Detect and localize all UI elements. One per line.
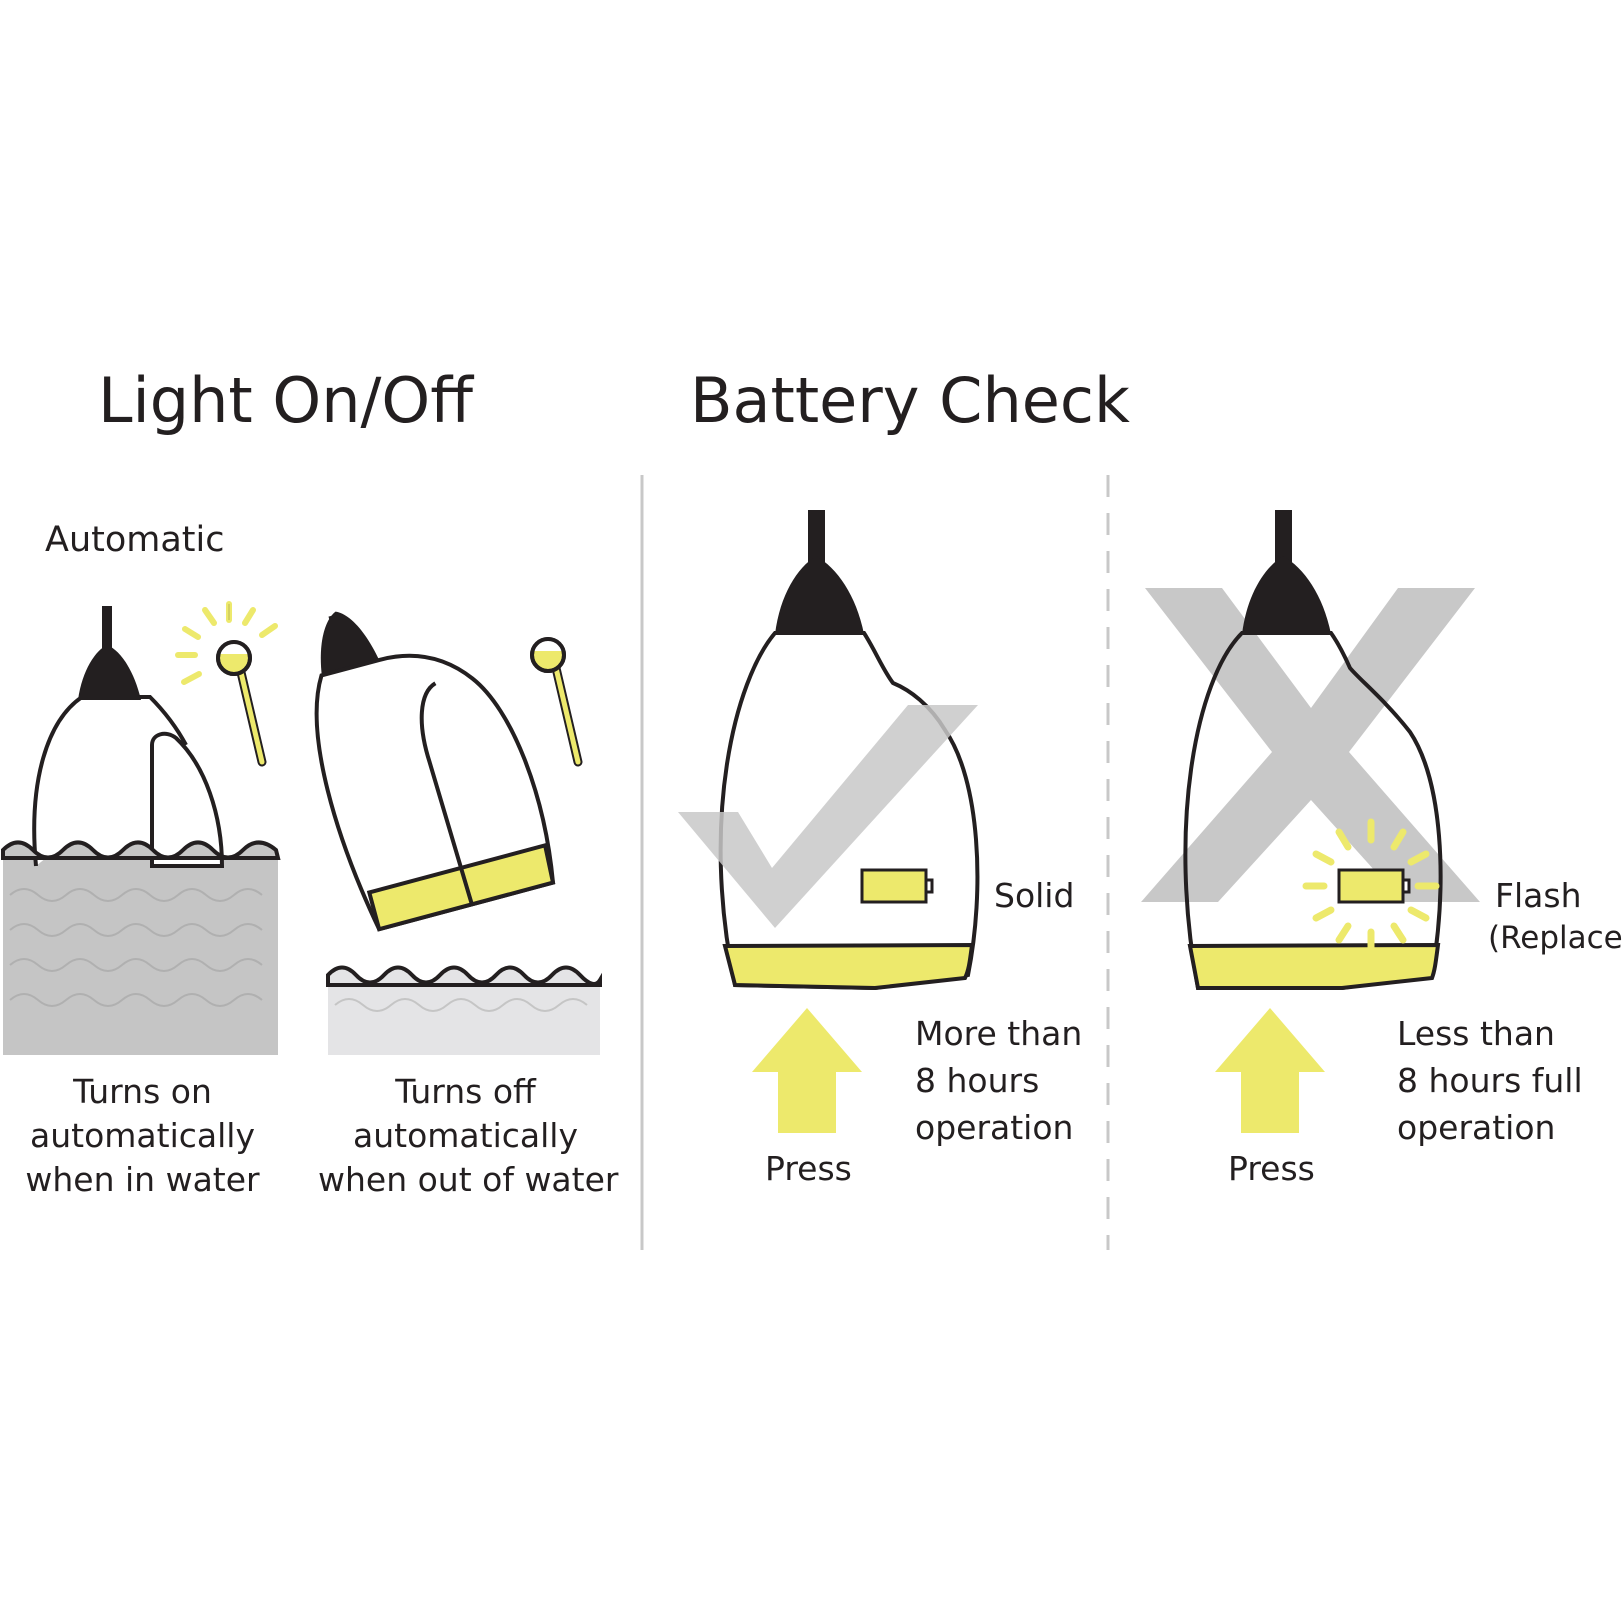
up-arrow-icon: [752, 1008, 862, 1133]
up-arrow-icon: [1215, 1008, 1325, 1133]
check-mark-icon: [678, 705, 978, 928]
good-description: More than 8 hours operation: [915, 1010, 1082, 1151]
solid-label: Solid: [994, 876, 1075, 915]
description-line: More than: [915, 1014, 1083, 1053]
light-section-title: Light On/Off: [98, 364, 473, 437]
x-mark-icon: [1141, 588, 1480, 902]
press-label-low: Press: [1228, 1149, 1315, 1188]
flash-rays-icon: [175, 601, 278, 685]
caption-line: automatically: [353, 1116, 578, 1155]
light-bulb-off-icon: [530, 637, 583, 767]
battery-section-title: Battery Check: [690, 364, 1130, 437]
description-line: Less than: [1397, 1014, 1555, 1053]
caption-line: Turns off: [395, 1072, 536, 1111]
description-line: 8 hours full: [1397, 1061, 1583, 1100]
out-of-water-caption: Turns off automatically when out of wate…: [318, 1070, 619, 1202]
low-description: Less than 8 hours full operation: [1397, 1010, 1583, 1151]
flash-rays-icon: [1302, 818, 1440, 954]
automatic-subtitle: Automatic: [45, 520, 225, 560]
device-battery-low: [1141, 510, 1480, 990]
device-battery-good: [678, 510, 980, 991]
description-line: 8 hours: [915, 1061, 1040, 1100]
replace-note: (Replace): [1488, 920, 1623, 956]
in-water-caption: Turns on automatically when in water: [10, 1070, 275, 1202]
battery-icon: [860, 868, 934, 904]
battery-icon: [1337, 868, 1411, 904]
description-line: operation: [915, 1108, 1074, 1147]
caption-line: Turns on: [73, 1072, 212, 1111]
description-line: operation: [1397, 1108, 1556, 1147]
device-out-of-water: [314, 611, 556, 932]
caption-line: automatically: [30, 1116, 255, 1155]
light-bulb-lit-icon: [175, 601, 278, 767]
flash-label: Flash: [1495, 876, 1582, 915]
device-in-water: [0, 606, 281, 1055]
caption-line: when in water: [25, 1160, 260, 1199]
caption-line: when out of water: [318, 1160, 619, 1199]
press-label-good: Press: [765, 1149, 852, 1188]
water-below: [326, 965, 602, 1055]
